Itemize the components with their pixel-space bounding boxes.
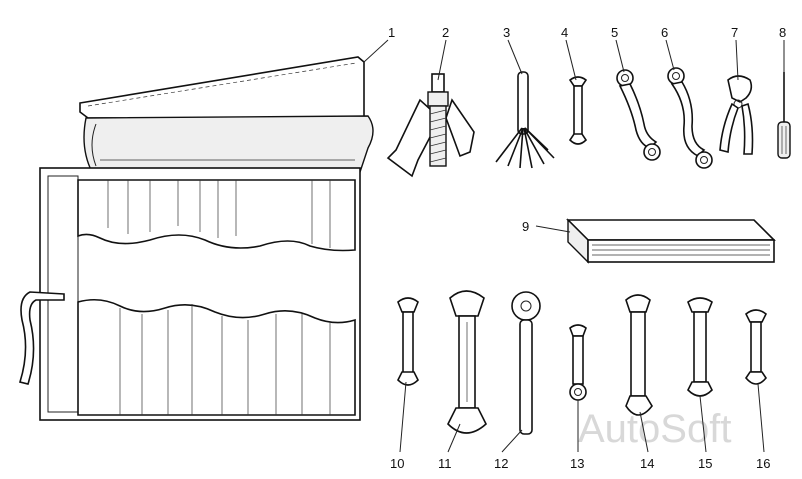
watermark-text: AutoSoft (578, 407, 731, 451)
callout-13: 13 (570, 456, 584, 471)
callout-15: 15 (698, 456, 712, 471)
callout-5: 5 (611, 25, 618, 40)
open-end-wrench-16 (744, 309, 768, 385)
puller (386, 73, 475, 178)
screwdriver (777, 72, 791, 159)
open-end-wrench-11 (447, 290, 487, 434)
callout-7: 7 (731, 25, 738, 40)
callout-11: 11 (438, 456, 452, 471)
bent-box-wrench-6 (667, 67, 713, 169)
tool-roll-bag (18, 56, 374, 421)
callout-3: 3 (503, 25, 510, 40)
open-end-wrench-10 (397, 297, 419, 386)
callout-1: 1 (388, 25, 395, 40)
ratchet-wrench (511, 291, 541, 435)
instruction-box (566, 218, 776, 264)
callout-8: 8 (779, 25, 786, 40)
callout-4: 4 (561, 25, 568, 40)
callout-labels: 1 2 3 4 5 6 7 8 9 10 11 12 13 14 15 16 (388, 25, 786, 471)
callout-2: 2 (442, 25, 449, 40)
leader-lines (363, 39, 785, 453)
callout-6: 6 (661, 25, 668, 40)
open-end-wrench-15 (687, 297, 713, 397)
combination-wrench-14 (625, 294, 653, 416)
bent-box-wrench-5 (616, 69, 661, 161)
callout-16: 16 (756, 456, 770, 471)
callout-10: 10 (390, 456, 404, 471)
callout-14: 14 (640, 456, 654, 471)
feeler-gauge-set (495, 71, 555, 169)
callout-9: 9 (522, 219, 529, 234)
small-open-end-wrench (568, 76, 588, 145)
combination-wrench-13 (569, 324, 587, 401)
callout-12: 12 (494, 456, 508, 471)
pliers (719, 75, 754, 155)
